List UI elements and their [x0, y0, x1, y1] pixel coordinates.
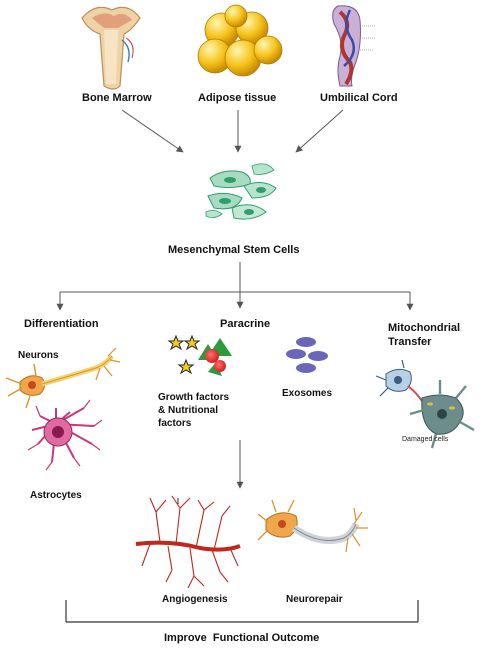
umbilical-cord-icon: [332, 5, 376, 87]
neurorepair-label: Neurorepair: [286, 594, 343, 605]
exosomes-icon: [286, 337, 328, 373]
adipose-tissue-icon: [197, 4, 283, 77]
bone-marrow-icon: [81, 6, 141, 90]
differentiation-title: Differentiation: [24, 318, 99, 330]
mitochondrial-title-line2: Transfer: [388, 336, 432, 348]
adipose-tissue-label: Adipose tissue: [198, 92, 277, 104]
arrow-cord-to-msc: [295, 109, 344, 153]
growth-factors-line3: factors: [158, 418, 192, 429]
msc-cells-icon: [205, 163, 277, 220]
angiogenesis-icon: [135, 495, 241, 589]
growth-factors-icon: [167, 334, 232, 376]
damaged-cells-label: Damaged cells: [402, 436, 449, 443]
msc-label: Mesenchymal Stem Cells: [168, 244, 300, 256]
outcome-label: Improve Functional Outcome: [164, 632, 320, 644]
growth-factors-line1: Growth factors: [158, 392, 230, 403]
angiogenesis-label: Angiogenesis: [162, 594, 228, 605]
astrocytes-label: Astrocytes: [30, 490, 82, 501]
paracrine-title: Paracrine: [220, 318, 271, 330]
umbilical-cord-label: Umbilical Cord: [320, 92, 398, 104]
astrocyte-icon: [27, 399, 103, 471]
neuron-icon: [5, 347, 121, 409]
neurorepair-icon: [257, 499, 368, 553]
neurons-label: Neurons: [18, 350, 59, 361]
growth-factors-line2: & Nutritional: [158, 405, 218, 416]
mitochondrial-transfer-icon: [375, 359, 475, 449]
exosomes-label: Exosomes: [282, 388, 333, 399]
arrow-bone-to-msc: [121, 109, 184, 153]
bone-marrow-label: Bone Marrow: [82, 92, 152, 104]
mitochondrial-title-line1: Mitochondrial: [388, 322, 461, 334]
